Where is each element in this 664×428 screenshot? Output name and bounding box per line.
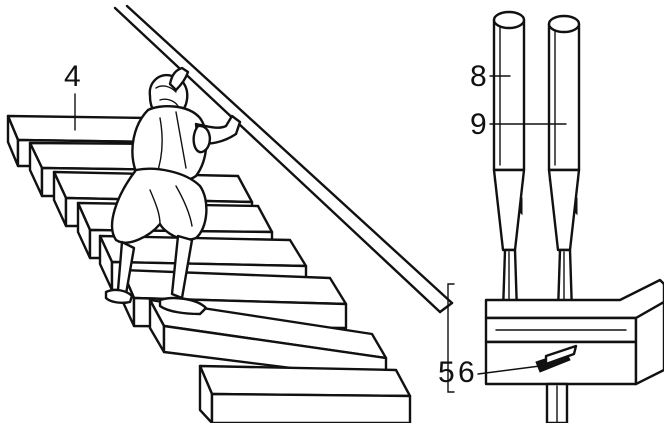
- valve-leader-line: [477, 365, 541, 375]
- organ-pipe-8: [492, 10, 526, 314]
- stair-step: [148, 298, 388, 382]
- climbing-figure: [104, 66, 242, 316]
- label-valve: 6: [458, 356, 475, 389]
- wind-chest-bracket: [447, 283, 455, 393]
- label-pipe-front: 8: [470, 60, 487, 93]
- stair-step: [198, 364, 412, 425]
- label-wind-chest: 5: [438, 356, 455, 389]
- handrail: [113, 4, 454, 314]
- label-key: 4: [64, 60, 81, 93]
- organ-pipe-9: [547, 14, 581, 314]
- label-pipe-back: 9: [470, 108, 487, 141]
- staircase-keys: [6, 114, 412, 425]
- wind-chest: [484, 278, 664, 425]
